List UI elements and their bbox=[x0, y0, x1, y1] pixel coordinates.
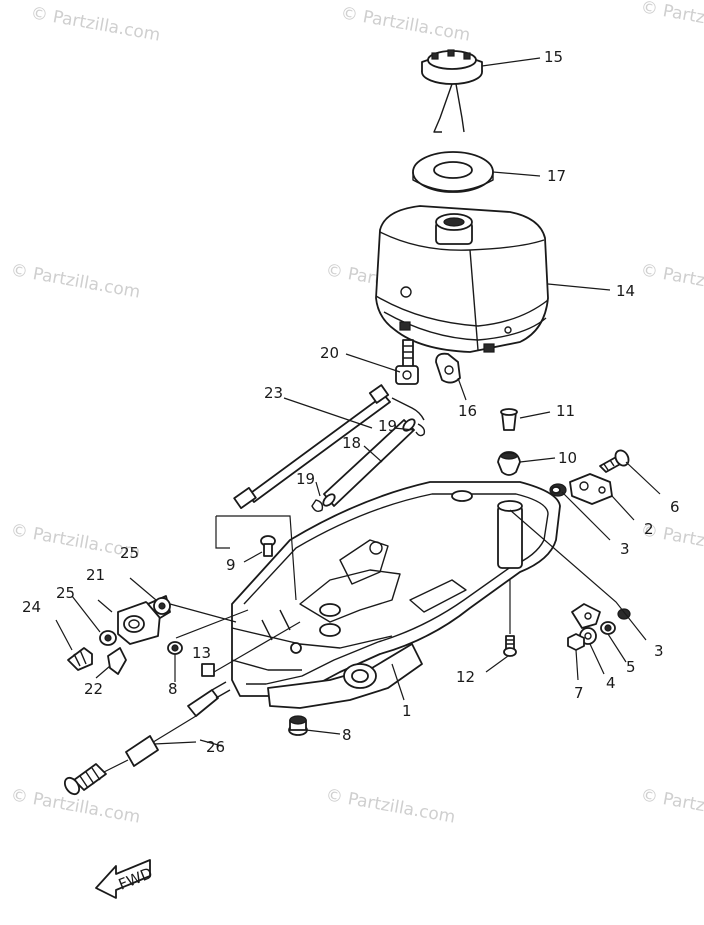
callout-19-upper: 19 bbox=[378, 417, 397, 435]
knob-part-24 bbox=[67, 647, 93, 671]
callout-labels: 15 17 14 20 16 23 19 18 19 11 10 6 2 3 3… bbox=[22, 48, 680, 756]
cable-part-26 bbox=[63, 681, 231, 796]
fuel-tank-part-14 bbox=[375, 205, 549, 353]
bracket-part-16 bbox=[435, 352, 461, 384]
fwd-label: FWD bbox=[116, 864, 155, 894]
callout-11: 11 bbox=[556, 402, 575, 420]
sleeve-part-11 bbox=[500, 408, 518, 431]
callout-22: 22 bbox=[84, 680, 103, 698]
watermark: © Partzilla.com bbox=[639, 260, 704, 302]
washer-part-25-upper bbox=[153, 597, 171, 615]
nut-part-7 bbox=[567, 633, 585, 651]
callout-25-lower: 25 bbox=[56, 584, 75, 602]
watermark: © Partzilla.com bbox=[29, 3, 162, 45]
bolt-part-12 bbox=[503, 635, 517, 657]
callout-3-lower: 3 bbox=[654, 642, 664, 660]
callout-17: 17 bbox=[547, 167, 566, 185]
clip-part-22 bbox=[107, 647, 127, 675]
callout-8-lower: 8 bbox=[342, 726, 352, 744]
plate-part-3-lower bbox=[571, 603, 601, 629]
washer-part-25-lower bbox=[99, 630, 117, 646]
fuel-cap-part-15 bbox=[421, 49, 483, 133]
callout-6: 6 bbox=[670, 498, 680, 516]
nut-part-3-upper bbox=[549, 483, 567, 497]
callout-4: 4 bbox=[606, 674, 616, 692]
bottom-cowling-part-1 bbox=[231, 481, 561, 709]
callout-14: 14 bbox=[616, 282, 635, 300]
callout-3-upper: 3 bbox=[620, 540, 630, 558]
watermark: © Partzilla.com bbox=[339, 3, 472, 45]
callout-1: 1 bbox=[402, 702, 412, 720]
callout-5: 5 bbox=[626, 658, 636, 676]
grommet-part-8-lower bbox=[288, 715, 308, 736]
bracket-part-2 bbox=[569, 473, 613, 505]
callout-16: 16 bbox=[458, 402, 477, 420]
fuel-cock-part-20 bbox=[395, 339, 419, 385]
callout-2: 2 bbox=[644, 520, 654, 538]
callout-25-upper: 25 bbox=[120, 544, 139, 562]
grommet-part-8-upper bbox=[167, 641, 183, 655]
callout-7: 7 bbox=[574, 684, 584, 702]
watermark: © Partzilla.com bbox=[639, 785, 704, 827]
watermark: © Partzilla.com bbox=[9, 260, 142, 302]
washer-part-5 bbox=[600, 621, 616, 635]
watermark: © Partzilla.com bbox=[639, 0, 704, 40]
callout-18: 18 bbox=[342, 434, 361, 452]
callout-21: 21 bbox=[86, 566, 105, 584]
gasket-part-17 bbox=[412, 151, 494, 193]
clip-part-19 bbox=[311, 423, 426, 513]
callout-9: 9 bbox=[226, 556, 236, 574]
callout-20: 20 bbox=[320, 344, 339, 362]
damper-part-10 bbox=[497, 451, 521, 476]
callout-26: 26 bbox=[206, 738, 225, 756]
watermark-layer: © Partzilla.com © Partzilla.com © Partzi… bbox=[9, 0, 704, 828]
callout-8-upper: 8 bbox=[168, 680, 178, 698]
watermark: © Partzilla.com bbox=[324, 785, 457, 827]
callout-23: 23 bbox=[264, 384, 283, 402]
label-part-13 bbox=[201, 663, 215, 677]
callout-19-lower: 19 bbox=[296, 470, 315, 488]
bolt-part-9 bbox=[260, 535, 276, 557]
callout-12: 12 bbox=[456, 668, 475, 686]
screw-part-6 bbox=[599, 449, 630, 473]
callout-24: 24 bbox=[22, 598, 41, 616]
leader-lines bbox=[55, 57, 661, 747]
callout-15: 15 bbox=[544, 48, 563, 66]
forward-direction-arrow: FWD bbox=[95, 859, 155, 899]
callout-10: 10 bbox=[558, 449, 577, 467]
callout-13: 13 bbox=[192, 644, 211, 662]
